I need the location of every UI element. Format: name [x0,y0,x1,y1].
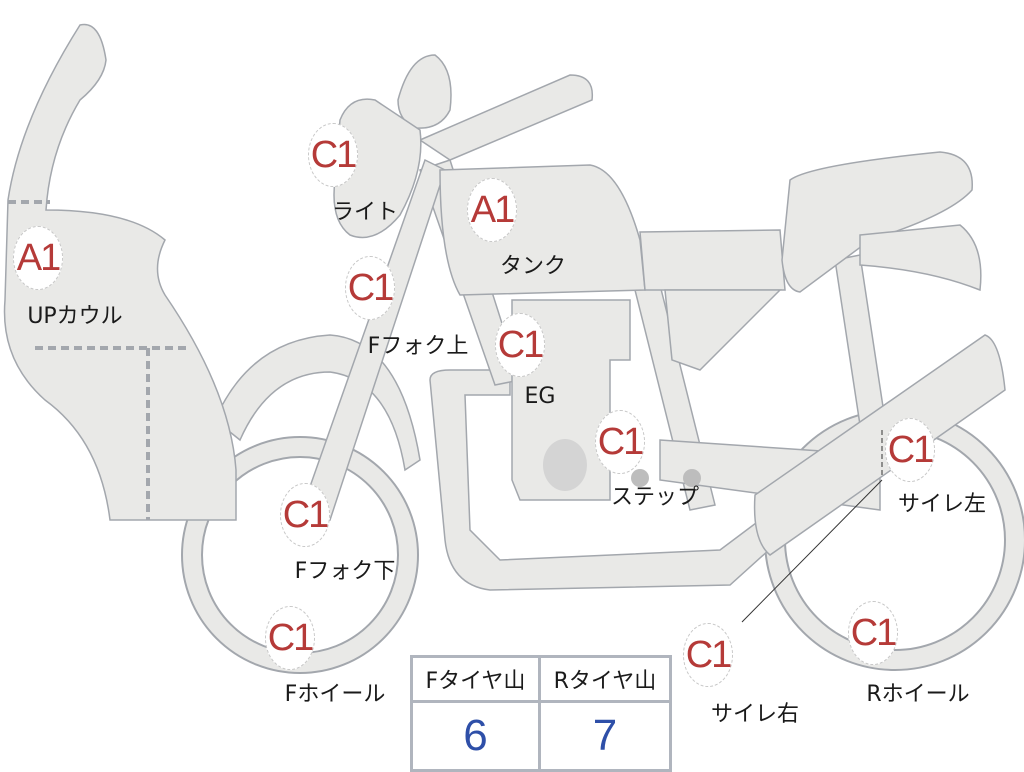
grade-badge-front-wheel: C1 [265,606,315,670]
muffler [753,334,1006,556]
side-panel [664,289,782,371]
grade-badge-rear-wheel: C1 [848,601,898,665]
part-label-step: ステップ [610,485,700,510]
grade-badge-fork-lower: C1 [280,483,330,547]
fork [298,158,446,521]
rear-tire-value: 7 [537,700,673,772]
mirror [397,54,452,129]
handlebar [418,74,594,161]
headlight [333,98,422,239]
front-tire-header: Fタイヤ山 [410,655,541,703]
part-label-upper-cowl: UPカウル [27,304,123,329]
rear-shock [834,254,886,426]
grade-badge-engine: C1 [495,313,545,377]
cowl-section-lines [8,200,190,520]
grade-badge-muffler-right: C1 [683,623,733,687]
engine-cover [543,439,587,491]
grade-badge-step: C1 [595,410,645,474]
front-tire-value: 6 [410,700,541,772]
grade-badge-tank: A1 [467,178,517,242]
part-label-light: ライト [331,200,399,225]
step-right [683,469,701,487]
grade-badge-muffler-left: C1 [885,418,935,482]
part-label-engine: EG [524,384,556,409]
grade-badge-fork-upper: C1 [345,256,395,320]
step-left [631,469,649,487]
rear-tire-header: Rタイヤ山 [537,655,673,703]
upper-cowl [3,23,237,521]
part-label-fork-lower: Fフォク下 [294,559,396,584]
muffler-leader-lines [741,430,883,623]
part-label-rear-wheel: Rホイール [866,682,970,707]
part-label-muffler-left: サイレ左 [897,492,987,517]
grade-badge-upper-cowl: A1 [13,226,63,290]
tail [859,224,982,292]
part-label-tank: タンク [499,254,567,279]
grade-badge-light: C1 [308,123,358,187]
side-cover [639,229,786,291]
part-label-front-wheel: Fホイール [284,682,386,707]
part-label-muffler-right: サイレ右 [710,702,800,727]
tire-tread-table: Fタイヤ山 Rタイヤ山 6 7 [410,655,673,772]
exhaust-pipe [429,369,782,591]
seat [781,151,973,293]
part-label-fork-upper: Fフォク上 [367,334,469,359]
